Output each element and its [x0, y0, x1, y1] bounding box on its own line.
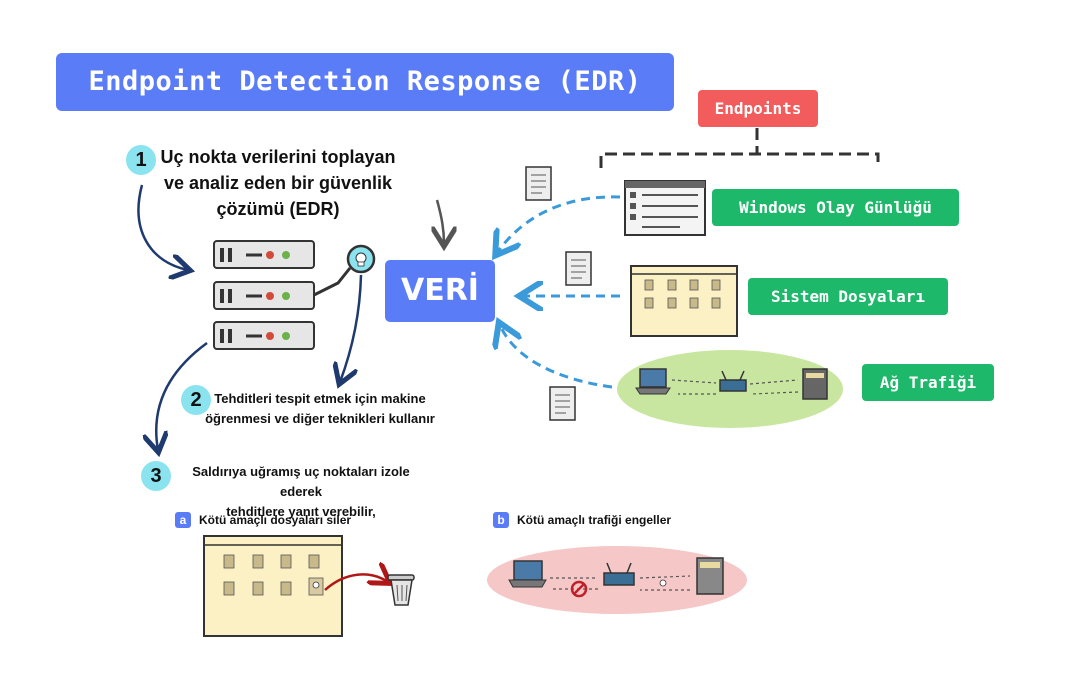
action-letter-b: b: [493, 512, 509, 528]
source-tag-network-traffic: Ağ Trafiği: [862, 364, 994, 401]
arrow-step1-to-server: [137, 184, 188, 270]
source-tag-system-files: Sistem Dosyaları: [748, 278, 948, 315]
page-title: Endpoint Detection Response (EDR): [56, 53, 674, 111]
delete-arrow: [324, 574, 388, 591]
arrow-into-veri: [437, 199, 444, 244]
step-1-line: çözümü (EDR): [216, 199, 340, 219]
trash-icon: [387, 574, 415, 606]
system-files-window-icon: [630, 265, 738, 337]
windows-log-window-icon: [624, 180, 706, 236]
step-3-line: tehditlere yanıt verebilir,: [226, 504, 376, 519]
action-a-text: Kötü amaçlı dosyaları siler: [199, 513, 352, 527]
document-icon: [549, 386, 576, 421]
step-1-text: Uç nokta verilerini toplayan ve analiz e…: [158, 144, 398, 222]
step-2-text: Tehditleri tespit etmek için makine öğre…: [200, 389, 440, 429]
action-b-text: Kötü amaçlı trafiği engeller: [517, 513, 672, 527]
arrow-network-to-veri: [500, 325, 613, 389]
step-number-2: 2: [181, 385, 211, 415]
blocked-traffic-icon: [487, 546, 747, 614]
endpoints-tag: Endpoints: [698, 90, 818, 127]
action-letter-a: a: [175, 512, 191, 528]
document-icon: [525, 166, 552, 201]
step-1-line: ve analiz eden bir güvenlik: [163, 173, 393, 193]
step-3-text: Saldırıya uğramış uç noktaları izole ede…: [172, 462, 430, 522]
arrow-server-to-step3: [156, 341, 208, 450]
step-2-line: Tehditleri tespit etmek için makine: [214, 391, 426, 406]
arrow-magnifier-to-step2: [340, 274, 363, 382]
endpoints-bracket: [599, 128, 880, 168]
step-2-line: öğrenmesi ve diğer teknikleri kullanır: [205, 411, 435, 426]
step-number-3: 3: [141, 461, 171, 491]
server-icon: [213, 240, 315, 350]
document-icon: [565, 251, 592, 286]
source-tag-windows-log: Windows Olay Günlüğü: [712, 189, 959, 226]
file-window-delete-icon: [203, 535, 343, 637]
data-center-box: VERİ: [385, 260, 495, 322]
step-3-line: Saldırıya uğramış uç noktaları izole ede…: [192, 464, 410, 499]
step-1-line: Uç nokta verilerini toplayan: [160, 147, 396, 167]
step-number-1: 1: [126, 145, 156, 175]
network-traffic-icon: [617, 350, 843, 428]
magnifier-icon: [313, 244, 376, 297]
arrow-windowslog-to-veri: [497, 195, 621, 253]
